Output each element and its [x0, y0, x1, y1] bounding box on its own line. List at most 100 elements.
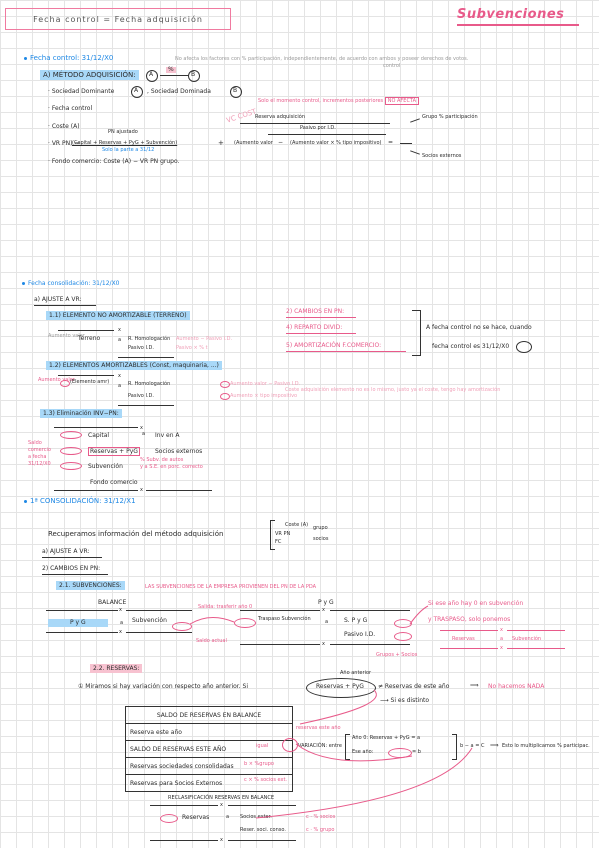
s1-2-heading: 1.2) ELEMENTOS AMORTIZABLES (Const, maqu… — [46, 361, 222, 370]
reparto: 4) REPARTO DIVID: — [286, 324, 343, 331]
note-top: No afecta los factores con % participaci… — [175, 56, 469, 62]
balance-a: a — [120, 620, 124, 626]
primera-consol-heading: 1ª CONSOLIDACIÓN: 31/12/X1 — [24, 498, 136, 505]
rt-x-2: x — [500, 645, 503, 651]
elemento: (Elemento amr) — [70, 379, 110, 385]
soc-dominada: , Sociedad Dominada — [147, 88, 211, 95]
circle-a-2 — [131, 86, 143, 98]
pyg-line-bot — [240, 644, 320, 645]
aumento-valor-lbl: Aumento valor — [48, 333, 85, 339]
balance-line-bot-2 — [126, 632, 192, 633]
variacion: VARIACIÓN: entre — [298, 743, 342, 749]
circle-b — [188, 70, 200, 82]
reclas-x: x — [220, 802, 223, 808]
no-hacemos: No hacemos NADA — [488, 683, 545, 690]
pyg-oval-1 — [234, 618, 256, 628]
circle-b-label: B — [191, 71, 196, 78]
bracket-top-2 — [268, 134, 386, 135]
saldo-note: Saldo actual — [196, 638, 227, 644]
cambios-pn-3: 2) CAMBIOS EN PN: — [42, 565, 101, 572]
reclas-title: RECLASIFICACIÓN RESERVAS EN BALANCE — [168, 795, 275, 801]
igual: igual — [256, 743, 269, 749]
reservas-pyg: Reservas + PyG — [88, 447, 140, 456]
saldo-comercio-note: Saldo comercio a fecha 31/12/X0 — [28, 440, 51, 467]
reparto-underline — [286, 333, 356, 334]
pasivo-id: Pasivo I.D. — [128, 345, 154, 351]
note-top-2: control — [383, 63, 401, 69]
balance-x: x — [119, 607, 122, 613]
rt-line-bot-2 — [507, 648, 565, 649]
page-title-box: Fecha control = Fecha adquisición — [5, 8, 231, 30]
reclas-reservas: Reservas — [182, 814, 210, 821]
s2-1-heading: 2.1. SUBVENCIONES: — [56, 581, 125, 590]
cambios-underline — [286, 317, 356, 318]
subject-underline — [457, 24, 579, 26]
pct-label: % — [166, 66, 176, 73]
ano-anterior: Año anterior — [340, 670, 372, 676]
rt-subv: Subvención — [512, 636, 542, 642]
aumento-valor-lbl-2: Aumento valor — [38, 377, 75, 383]
grupo-socios: Grupos + Socios — [376, 652, 418, 658]
pasivo-label: Pasivo por I.D. — [300, 125, 336, 131]
vr-pn-3: VR PN — [275, 531, 291, 537]
terreno: Terreno — [78, 335, 101, 342]
aumento-pasivo-id: Aumento − Pasivo I.D. — [176, 336, 233, 342]
curve-reclas — [255, 747, 473, 819]
line-1-2-bot — [118, 405, 174, 406]
socios-ext: Socios externos — [422, 153, 462, 159]
balance-oval — [172, 622, 192, 631]
reclas-oval — [160, 814, 178, 823]
reclas-line-bot-2 — [228, 840, 296, 841]
reclas-line-bot — [150, 840, 218, 841]
arrow-stem — [400, 143, 412, 144]
socios-3: socios — [313, 536, 329, 542]
pyg-line-bot-2 — [330, 644, 410, 645]
pyg-a: a — [325, 619, 329, 625]
s-sub-note: % Subv. de autos — [140, 457, 184, 463]
reclas-reser-soci: Reser. soci. conso. — [240, 827, 286, 833]
s2-1-note: LAS SUBVENCIONES DE LA EMPRESA PROVIENEN… — [145, 584, 317, 590]
aumento-tipo: Aumento × tipo impositivo — [230, 393, 298, 399]
ajuste-vr: a) AJUSTE A VR: — [34, 296, 82, 303]
circle-b-2 — [230, 86, 242, 98]
circle-a-label: A — [149, 71, 154, 78]
reservas-oval — [306, 678, 376, 698]
curve-subv — [189, 617, 235, 625]
pyg-oval-3 — [394, 632, 412, 641]
circle-a — [146, 70, 158, 82]
amort-underline — [286, 351, 406, 352]
pasivo-id-3: Pasivo I.D. — [344, 631, 376, 638]
s-pyg: S. P y G — [344, 617, 368, 624]
balance-title: BALANCE — [98, 599, 127, 606]
balance-line-bot — [46, 632, 118, 633]
reclas-socios: Socios exter. — [240, 814, 272, 820]
a-1-1: a — [118, 337, 122, 343]
reservas-pyg-3: Reservas + PyG — [316, 683, 364, 690]
capital-formula: (Capital + Reservas + PyG + Subvención) — [72, 140, 178, 146]
ajuste-vr-underline — [34, 305, 96, 306]
ajuste-vr-3: a) AJUSTE A VR: — [42, 548, 90, 555]
reservas-ano: ≠ Reservas de este año — [378, 683, 450, 690]
si-distinto: ⟶ Si es distinto — [380, 697, 430, 704]
pn-ajustado: PN ajustado — [108, 129, 138, 135]
y-traspaso: y TRASPASO, solo ponemos — [428, 616, 511, 623]
arrow-a-b — [160, 75, 188, 76]
reclas-c-pct-2: c · % grupo — [306, 827, 335, 833]
b-a-c: b − a = C — [460, 743, 485, 749]
eq-b: = b — [412, 749, 421, 755]
reclas-c-pct: c · % socios — [306, 814, 336, 820]
variacion-bracket — [345, 734, 350, 760]
oval-capital — [60, 431, 82, 439]
coste-note: Coste adquisición elemento no es lo mism… — [285, 387, 501, 393]
saldo-table: SALDO DE RESERVAS EN BALANCE Reserva est… — [125, 706, 293, 792]
balance-x-2: x — [119, 629, 122, 635]
x-1-3b: x — [140, 487, 143, 493]
subvencion: Subvención — [88, 463, 123, 470]
subject-title: Subvenciones — [457, 7, 565, 22]
coste-a-3: Coste (A) — [285, 522, 309, 528]
reservas-ano-note: reservas este año — [296, 725, 341, 731]
bracket-part2 — [412, 310, 421, 356]
ano-0: Año 0: Reservas + PyG = a — [352, 735, 421, 741]
r-homog-2: R. Homologación — [128, 381, 171, 387]
balance-line-top-2 — [126, 610, 192, 611]
